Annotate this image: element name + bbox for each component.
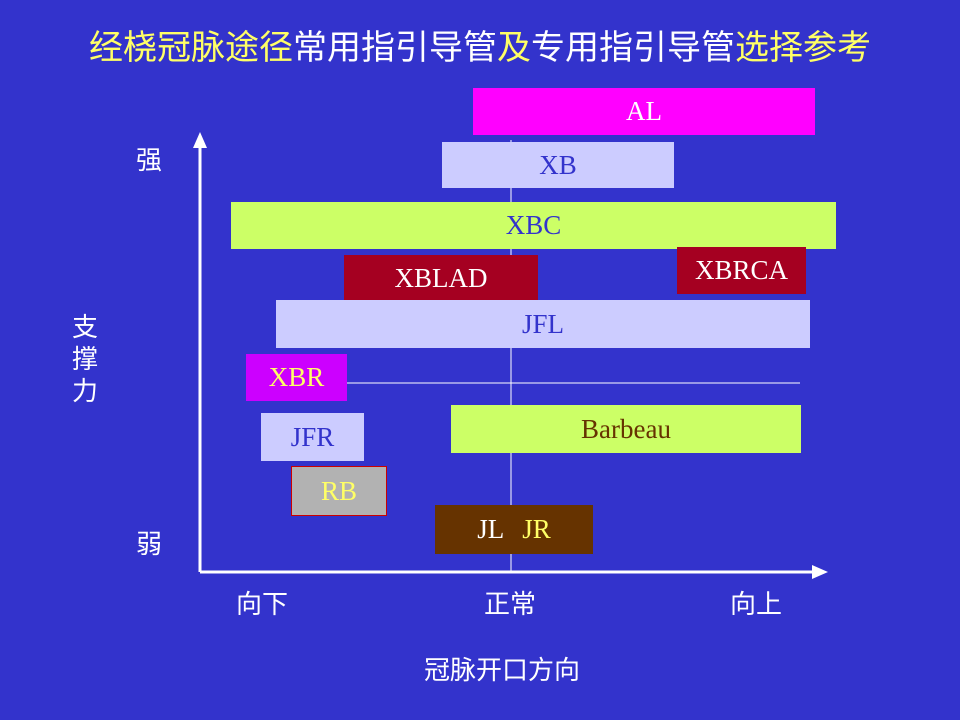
catheter-bar-jl-jr: JL JR [435, 505, 593, 554]
title-part-1: 经桡冠脉途径 [89, 28, 293, 68]
x-axis-title: 冠脉开口方向 [424, 656, 581, 686]
catheter-bar-xbr: XBR [246, 354, 347, 401]
catheter-label-xbr: XBR [268, 362, 325, 392]
y-axis-arrow [193, 132, 207, 148]
catheter-label-rb: RB [320, 475, 358, 506]
catheter-label-xbc: XBC [505, 210, 562, 240]
catheter-label-xb: XB [539, 149, 577, 180]
catheter-bar-barbeau: Barbeau [451, 405, 801, 453]
x-axis-left-label: 向下 [236, 590, 289, 620]
title-part-5: 选择参考 [735, 28, 871, 68]
catheter-label-jr: JR [522, 514, 551, 544]
catheter-label-jfl: JFL [521, 308, 565, 339]
y-axis-title-char-3: 力 [71, 377, 98, 407]
title-part-4: 专用指引导管 [531, 28, 735, 68]
y-axis-top-label: 强 [136, 146, 163, 176]
y-axis-bottom-label: 弱 [136, 530, 163, 560]
catheter-bar-xblad: XBLAD [344, 255, 538, 302]
catheter-bar-rb: RB [291, 466, 387, 516]
catheter-label-barbeau: Barbeau [581, 413, 671, 444]
catheter-bar-jfr: JFR [261, 413, 364, 461]
page-title: 经桡冠脉途径常用指引导管及专用指引导管选择参考 [0, 24, 960, 72]
catheter-label-xbrca: XBRCA [694, 255, 789, 285]
x-axis-right-label: 向上 [730, 590, 783, 620]
title-part-2: 常用指引导管 [293, 28, 497, 68]
x-axis-center-label: 正常 [484, 590, 537, 620]
catheter-label-jfr: JFR [290, 421, 335, 452]
catheter-bar-xbc: XBC [231, 202, 836, 249]
catheter-label-al: AL [626, 96, 662, 126]
y-axis-title: 支 撑 力 [70, 312, 100, 408]
y-axis-title-char-1: 支 [71, 313, 98, 343]
catheter-label-jl: JL [477, 514, 505, 544]
title-part-3: 及 [497, 28, 531, 68]
catheter-bar-jfl: JFL [276, 300, 810, 348]
x-axis-arrow [812, 565, 828, 579]
y-axis-title-char-2: 撑 [71, 345, 98, 375]
catheter-bar-xbrca: XBRCA [677, 247, 806, 294]
catheter-label-xblad: XBLAD [394, 263, 488, 293]
catheter-bar-al: AL [473, 88, 815, 135]
catheter-bar-xb: XB [442, 142, 674, 188]
